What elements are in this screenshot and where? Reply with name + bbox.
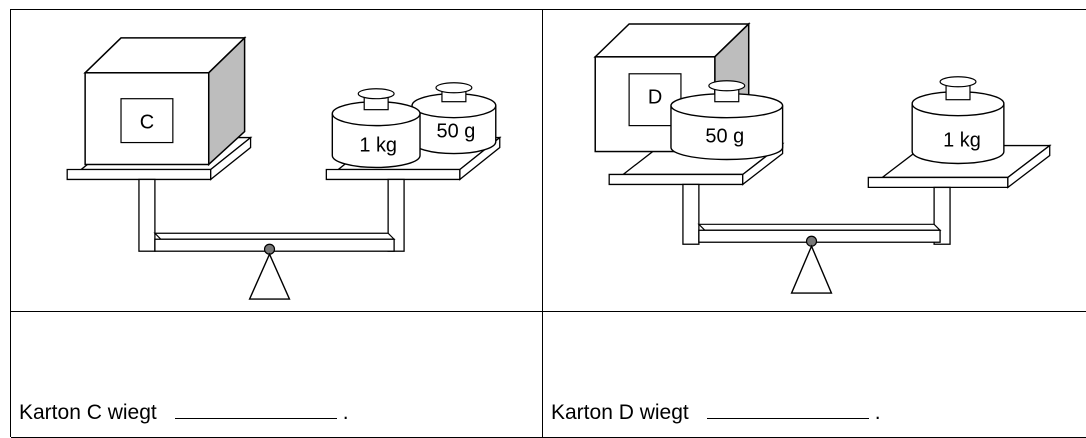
weight-50g-label: 50 g [705, 126, 744, 148]
answer-cell-d: Karton D wiegt. [543, 312, 1086, 438]
answer-suffix-c: . [342, 401, 349, 424]
weight-1kg: 1 kg [911, 76, 1005, 165]
answer-suffix-d: . [874, 401, 881, 424]
scale-cell-c: C 50 g 1 kg [11, 10, 543, 312]
answer-line-d: Karton D wiegt. [551, 400, 881, 423]
scale-cell-d: D 50 g 1 kg [543, 10, 1086, 312]
weight-1kg: 1 kg [331, 88, 421, 169]
answer-cell-c: Karton C wiegt. [11, 312, 543, 438]
weight-50g: 50 g [411, 82, 497, 155]
weight-1kg-label: 1 kg [359, 135, 397, 157]
answer-line-c: Karton C wiegt. [19, 400, 349, 423]
answer-blank-d[interactable] [706, 400, 869, 419]
weight-50g-label: 50 g [437, 121, 476, 143]
answer-prefix-d: Karton D wiegt [551, 401, 689, 424]
worksheet-table: C 50 g 1 kg [10, 9, 1086, 438]
balance-scale-d: D 50 g 1 kg [593, 22, 1052, 294]
weight-1kg-label: 1 kg [943, 130, 981, 152]
box-c: C [83, 36, 247, 167]
balance-scale-c: C 50 g 1 kg [66, 36, 502, 300]
box-d-label: D [648, 87, 662, 109]
weight-50g: 50 g [670, 80, 784, 161]
answer-prefix-c: Karton C wiegt [19, 401, 157, 424]
answer-blank-c[interactable] [174, 400, 337, 419]
box-c-label: C [140, 112, 154, 134]
